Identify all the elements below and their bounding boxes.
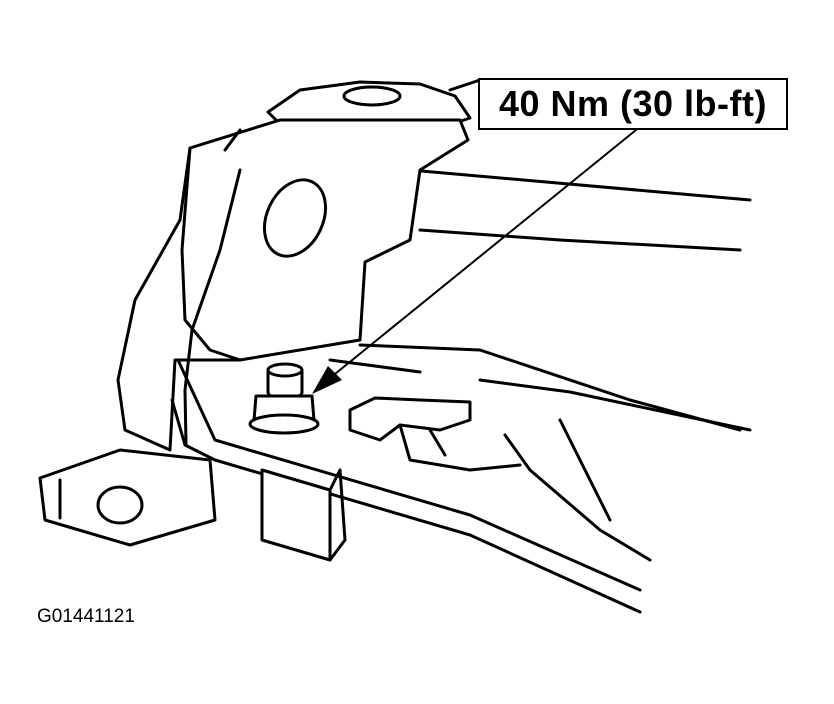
torque-label: 40 Nm (30 lb-ft)	[498, 83, 768, 124]
right-clip	[348, 396, 522, 472]
figure-id: G01441121	[37, 606, 135, 627]
rail-rod	[170, 358, 642, 614]
spring-perch	[266, 78, 482, 132]
center-crossmember	[260, 468, 347, 562]
left-crossmember	[38, 448, 217, 547]
bolt-and-nut	[248, 362, 320, 435]
torque-callout: 40 Nm (30 lb-ft)	[478, 78, 788, 130]
callout-leader	[312, 129, 637, 394]
frame-background-lines	[328, 168, 752, 562]
mounting-bracket	[116, 118, 470, 452]
